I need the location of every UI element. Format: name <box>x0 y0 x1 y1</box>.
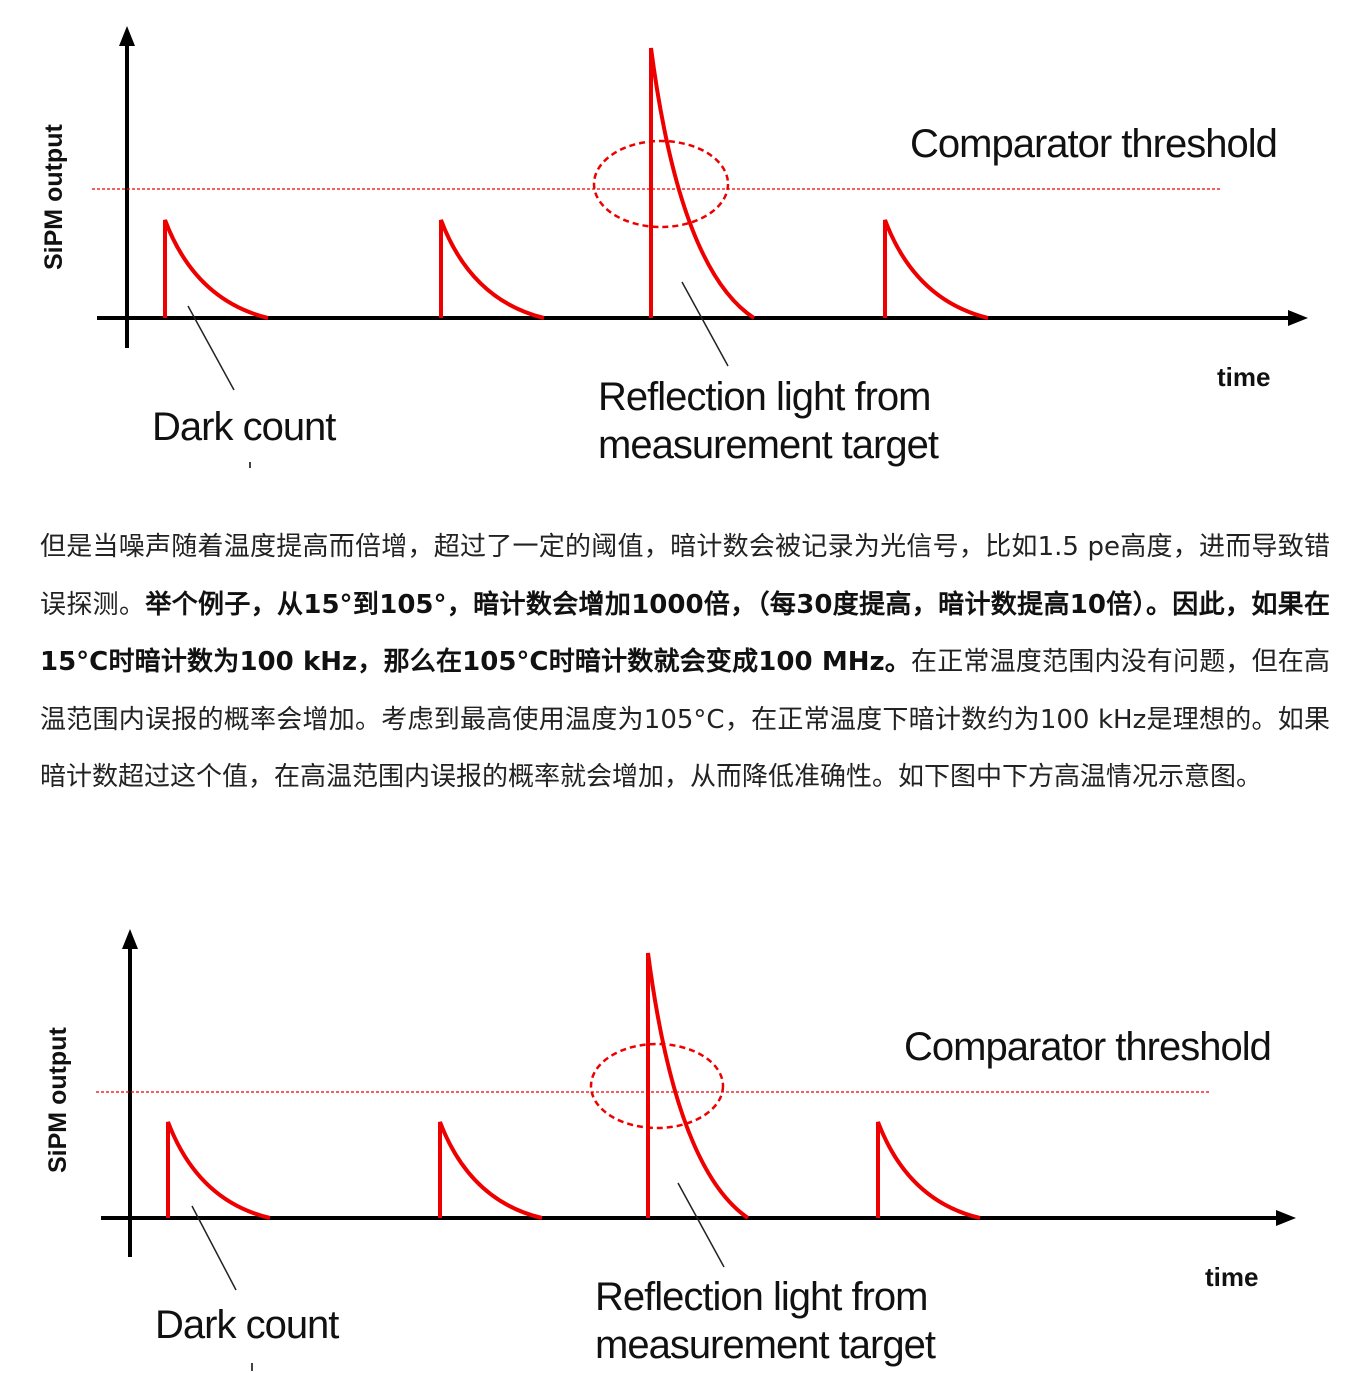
dark-count-pulse-2 <box>439 219 545 320</box>
reflection-label-line1: Reflection light from <box>598 375 931 419</box>
reflection-label-line2: measurement target <box>598 423 939 467</box>
x-axis-label: time <box>1217 362 1271 392</box>
dark-count-label: Dark count <box>152 405 336 449</box>
threshold-label: Comparator threshold <box>910 122 1278 166</box>
paragraph-part-1: 但是当噪声随着温度提高而倍增，超过了一定的阈值，暗计数会被记录为光信号，比如1.… <box>40 532 1330 620</box>
reflection-pulse <box>646 952 750 1220</box>
reflection-label-line2: measurement target <box>595 1323 936 1367</box>
reflection-leader-line <box>681 281 729 367</box>
reflection-label-line1: Reflection light from <box>595 1275 928 1319</box>
y-axis-arrow <box>119 26 135 46</box>
y-axis-label: SiPM output <box>44 1027 72 1173</box>
x-axis-arrow <box>1288 310 1308 326</box>
paragraph-part-2-bold: 举个例子，从15°到105°，暗计数会增加1000倍，（每30度提高，暗计数提高… <box>40 589 1330 678</box>
dark-count-pulse-3 <box>883 219 989 320</box>
dark-count-leader-line <box>191 1205 237 1291</box>
dark-count-pulse-1 <box>166 1121 271 1220</box>
x-axis-arrow <box>1276 1210 1296 1226</box>
dark-count-label: Dark count <box>155 1303 339 1347</box>
y-axis-arrow <box>122 929 138 949</box>
y-axis-label: SiPM output <box>40 124 68 270</box>
signal-diagram-bottom: SiPM output Comparator threshold time Da… <box>0 905 1365 1373</box>
reflection-pulse <box>649 47 756 320</box>
reflection-leader-line <box>677 1182 725 1268</box>
crossing-highlight-ellipse <box>592 139 730 229</box>
explanation-paragraph: 但是当噪声随着温度提高而倍增，超过了一定的阈值，暗计数会被记录为光信号，比如1.… <box>40 519 1330 807</box>
threshold-label: Comparator threshold <box>904 1025 1272 1069</box>
dark-count-pulse-3 <box>876 1121 981 1220</box>
dark-count-pulse-2 <box>438 1121 543 1220</box>
x-axis-label: time <box>1205 1262 1259 1292</box>
diagram-top-svg <box>92 26 1308 468</box>
diagram-bottom-svg <box>96 929 1296 1371</box>
paragraph-part-3: 在正常温度范围内没有问题，但在高温范围内误报的概率会增加。考虑到最高使用温度为1… <box>40 647 1330 792</box>
dark-count-pulse-1 <box>163 219 269 320</box>
signal-diagram-top: SiPM output Comparator threshold time Da… <box>0 0 1365 480</box>
crossing-highlight-ellipse <box>589 1042 725 1130</box>
dark-count-leader-line <box>187 305 235 391</box>
